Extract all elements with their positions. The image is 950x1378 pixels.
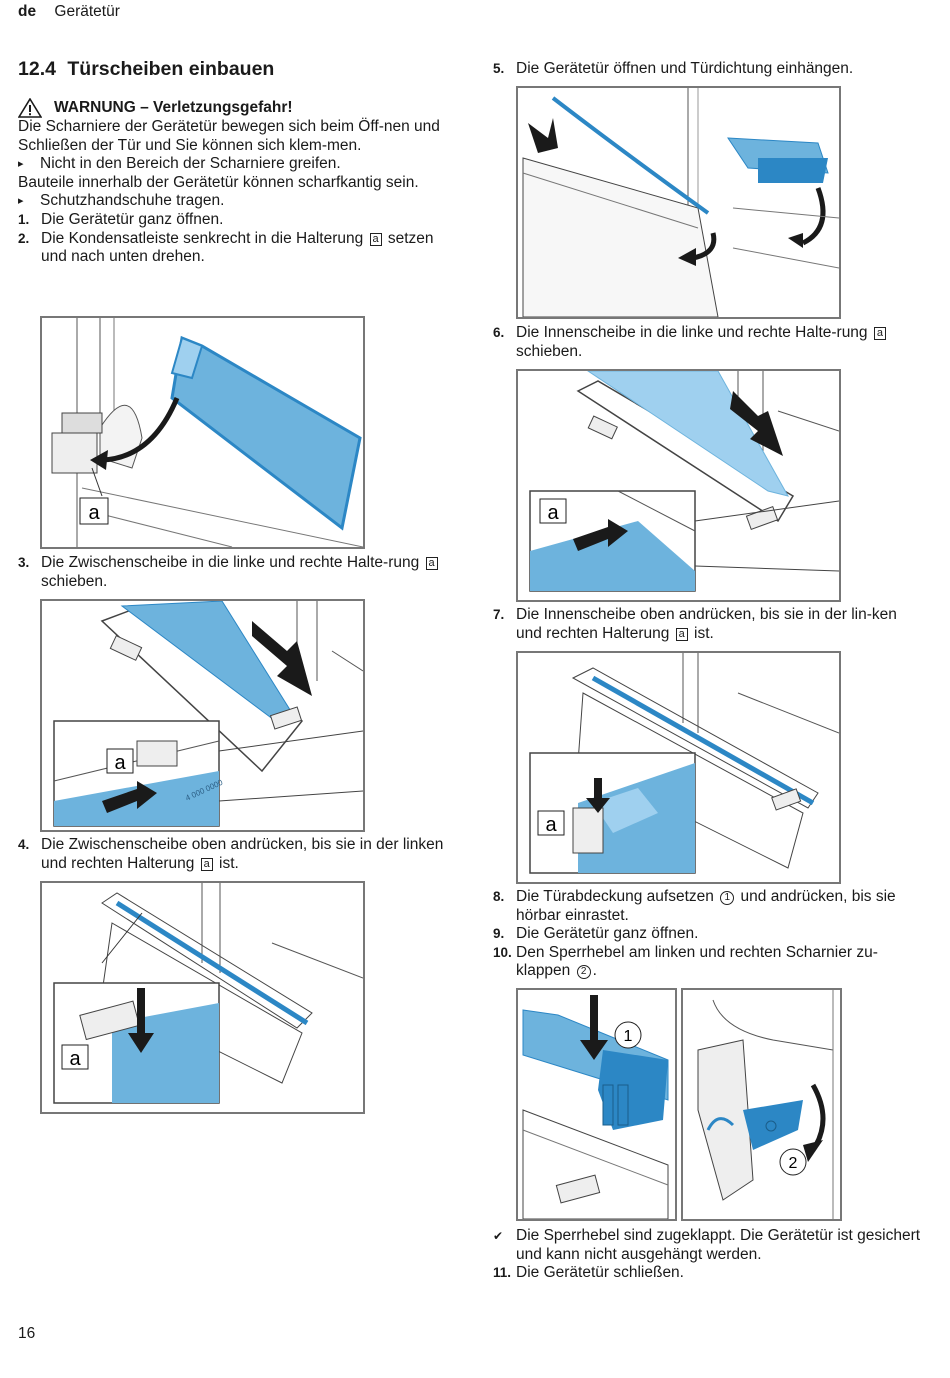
- svg-text:a: a: [545, 814, 557, 836]
- step-10: 10.Den Sperrhebel am linken und rechten …: [493, 943, 878, 980]
- page-header: de Gerätetür: [18, 3, 120, 22]
- svg-text:a: a: [88, 502, 100, 524]
- figure-step-6: a: [516, 369, 841, 602]
- language-code: de: [18, 3, 37, 20]
- warning-bullet-1: Nicht in den Bereich der Scharniere grei…: [18, 155, 448, 174]
- warning-bullet-2: Schutzhandschuhe tragen.: [18, 192, 448, 211]
- warning-text-1: Die Scharniere der Gerätetür bewegen sic…: [18, 118, 440, 154]
- section-name: Gerätetür: [54, 3, 120, 20]
- svg-text:1: 1: [624, 1028, 633, 1045]
- figure-step-10: 2: [681, 988, 842, 1221]
- figure-step-7: a: [516, 651, 841, 884]
- warning-text-2: Bauteile innerhalb der Gerätetür können …: [18, 173, 419, 191]
- page-number: 16: [18, 1325, 36, 1342]
- warning-title: WARNUNG – Verletzungsgefahr!: [18, 98, 448, 118]
- result-text: Die Sperrhebel sind zugeklappt. Die Gerä…: [493, 1227, 923, 1264]
- step-6: 6.Die Innenscheibe in die linke und rech…: [493, 324, 923, 361]
- step-1: 1.Die Gerätetür ganz öffnen.: [18, 210, 224, 228]
- figure-step-5: [516, 86, 841, 319]
- heading-number: 12.4: [18, 58, 56, 80]
- section-heading: 12.4 Türscheiben einbauen: [18, 58, 275, 80]
- figure-step-3: a 4 000 0000: [40, 599, 365, 832]
- step-2: 2.Die Kondensatleiste senkrecht in die H…: [18, 229, 434, 266]
- figure-step-2: a: [40, 316, 365, 549]
- step-9: 9.Die Gerätetür ganz öffnen.: [493, 925, 699, 943]
- step-8: 8.Die Türabdeckung aufsetzen 1 und andrü…: [493, 888, 896, 924]
- svg-text:a: a: [69, 1048, 81, 1070]
- svg-text:a: a: [114, 752, 126, 774]
- step-4: 4.Die Zwischenscheibe oben andrücken, bi…: [18, 836, 444, 872]
- step-3: 3.Die Zwischenscheibe in die linke und r…: [18, 554, 448, 591]
- figure-step-4: a: [40, 881, 365, 1114]
- warning-block: WARNUNG – Verletzungsgefahr! Die Scharni…: [18, 98, 448, 267]
- figure-step-8: 1: [516, 988, 677, 1221]
- heading-title: Türscheiben einbauen: [67, 58, 275, 80]
- svg-text:2: 2: [789, 1155, 798, 1172]
- svg-text:a: a: [547, 502, 559, 524]
- step-11: 11.Die Gerätetür schließen.: [493, 1264, 684, 1282]
- step-7: 7.Die Innenscheibe oben andrücken, bis s…: [493, 606, 897, 642]
- warning-triangle-icon: [18, 98, 42, 118]
- step-5: 5.Die Gerätetür öffnen und Türdichtung e…: [493, 60, 854, 77]
